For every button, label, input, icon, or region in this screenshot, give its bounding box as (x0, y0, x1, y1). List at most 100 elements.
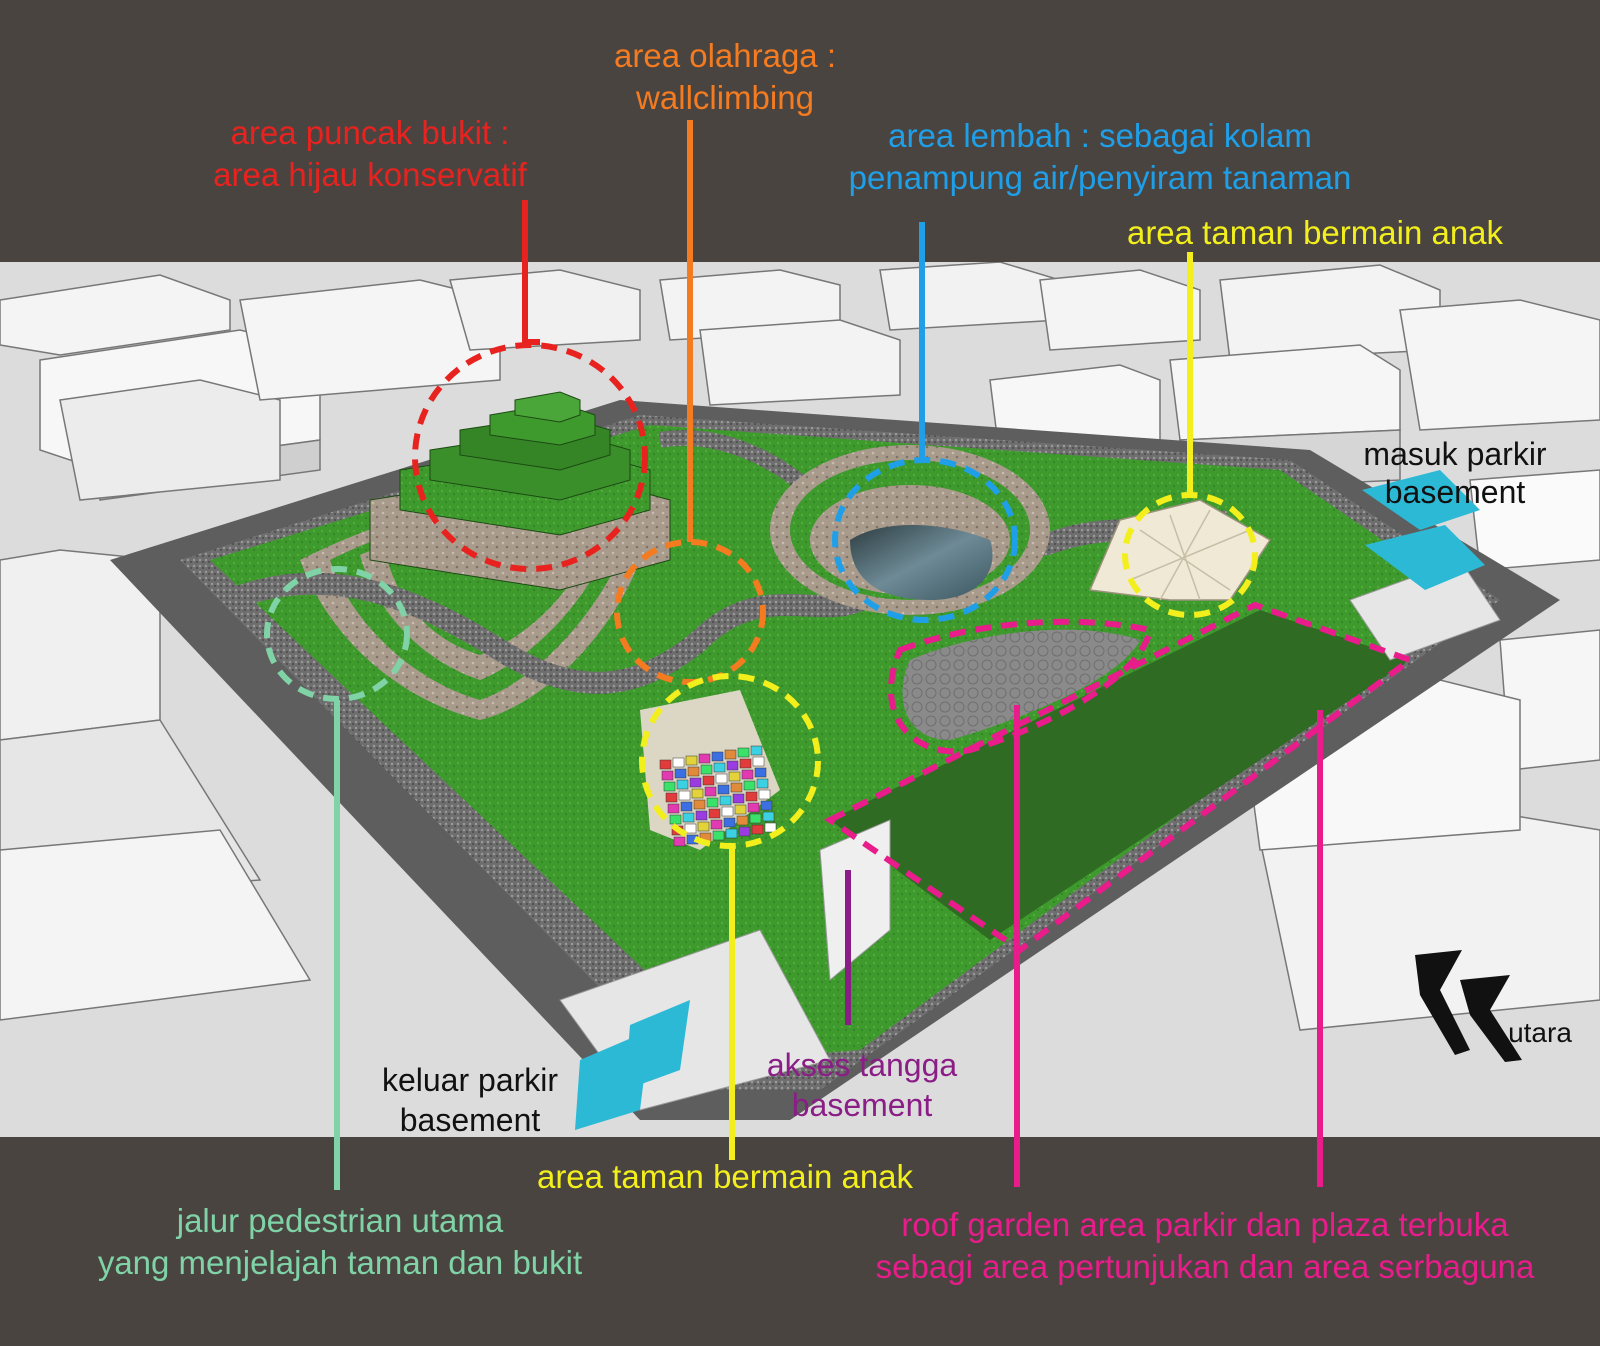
play-block (724, 749, 737, 760)
valley-pond (770, 445, 1050, 615)
top-band (0, 0, 1600, 262)
label-stair-access-line2: basement (791, 1087, 933, 1123)
label-north-text: utara (1508, 1017, 1572, 1048)
label-playground-bottom: area taman bermain anak (495, 1156, 955, 1198)
playground-colour-blocks (640, 690, 780, 850)
play-block (669, 814, 682, 825)
label-roof-garden-line1: roof garden area parkir dan plaza terbuk… (901, 1206, 1509, 1243)
label-parking-entry: masuk parkir basement (1330, 435, 1580, 511)
label-hilltop: area puncak bukit : area hijau konservat… (170, 112, 570, 196)
play-block (764, 822, 777, 833)
play-block (752, 756, 765, 767)
play-block (689, 777, 702, 788)
play-block (717, 784, 730, 795)
play-block (672, 757, 685, 768)
play-block (754, 767, 767, 778)
pedestrian-highlight-circle (264, 566, 410, 702)
play-block (732, 793, 745, 804)
play-block (678, 790, 691, 801)
play-block (725, 828, 738, 839)
label-pedestrian: jalur pedestrian utama yang menjelajah t… (40, 1200, 640, 1284)
plaza-paving (902, 629, 1140, 740)
label-valley: area lembah : sebagai kolam penampung ai… (795, 115, 1405, 199)
entry-arrow-icon (1362, 470, 1480, 530)
play-block (715, 773, 728, 784)
play-block (710, 819, 723, 830)
stepped-pyramid-hill (369, 391, 671, 591)
label-pedestrian-line1: jalur pedestrian utama (176, 1202, 504, 1239)
roof-garden-lawn (830, 610, 1410, 940)
play-block (713, 762, 726, 773)
play-block (682, 812, 695, 823)
play-block (687, 766, 700, 777)
play-block (734, 804, 747, 815)
play-block (676, 779, 689, 790)
label-north: utara (1495, 1016, 1585, 1050)
play-block (719, 795, 732, 806)
pedestrian-path (225, 509, 1235, 694)
play-block (693, 799, 706, 810)
label-parking-exit-line2: basement (399, 1102, 541, 1138)
play-block (661, 770, 674, 781)
play-block (700, 764, 713, 775)
play-block (697, 821, 710, 832)
label-stair-access-line1: akses tangga (766, 1047, 958, 1083)
north-arrow-icon (1415, 950, 1522, 1062)
play-block (708, 808, 721, 819)
play-block (702, 775, 715, 786)
play-block (667, 803, 680, 814)
label-hilltop-line1: area puncak bukit : (230, 114, 510, 151)
label-playground-bottom-line1: area taman bermain anak (536, 1158, 914, 1195)
play-block (751, 824, 764, 835)
play-block (695, 810, 708, 821)
label-pedestrian-line2: yang menjelajah taman dan bukit (97, 1244, 583, 1281)
label-roof-garden: roof garden area parkir dan plaza terbuk… (820, 1204, 1590, 1288)
basement-stairs (819, 819, 891, 982)
label-playground-top: area taman bermain anak (1085, 212, 1545, 254)
label-hilltop-line2: area hijau konservatif (213, 156, 527, 193)
play-block (750, 745, 763, 756)
bottom-band (0, 1137, 1600, 1346)
label-stair-access: akses tangga basement (742, 1045, 982, 1125)
play-block (704, 786, 717, 797)
play-block (723, 817, 736, 828)
play-block (739, 758, 752, 769)
play-block (674, 768, 687, 779)
leader-line-hilltop (522, 200, 540, 345)
play-block (673, 836, 686, 847)
play-block (712, 830, 725, 841)
play-block (737, 747, 750, 758)
play-block (698, 753, 711, 764)
play-block (663, 781, 676, 792)
play-block (758, 789, 771, 800)
label-parking-entry-line1: masuk parkir (1363, 436, 1547, 472)
play-block (749, 813, 762, 824)
play-block (738, 826, 751, 837)
play-block (691, 788, 704, 799)
exit-arrow-icon-2 (625, 1000, 690, 1090)
label-valley-line1: area lembah : sebagai kolam (888, 117, 1312, 154)
label-parking-exit: keluar parkir basement (355, 1060, 585, 1140)
label-sport-line2: wallclimbing (636, 79, 814, 116)
play-block (721, 806, 734, 817)
play-block (747, 802, 760, 813)
play-block (728, 771, 741, 782)
roof-garden-highlight-outline (824, 601, 1417, 954)
play-block (736, 815, 749, 826)
play-block (706, 797, 719, 808)
play-block (685, 755, 698, 766)
play-block (760, 800, 773, 811)
play-block (741, 769, 754, 780)
play-block (745, 791, 758, 802)
play-block (762, 811, 775, 822)
label-roof-garden-line2: sebagi area pertunjukan dan area serbagu… (875, 1248, 1535, 1285)
play-block (659, 759, 672, 770)
label-valley-line2: penampung air/penyiram tanaman (848, 159, 1352, 196)
play-block (730, 782, 743, 793)
play-block (684, 823, 697, 834)
play-block (665, 792, 678, 803)
label-sport-area: area olahraga : wallclimbing (555, 35, 895, 119)
label-parking-exit-line1: keluar parkir (381, 1062, 559, 1098)
entry-arrow-icon-2 (1365, 525, 1485, 590)
